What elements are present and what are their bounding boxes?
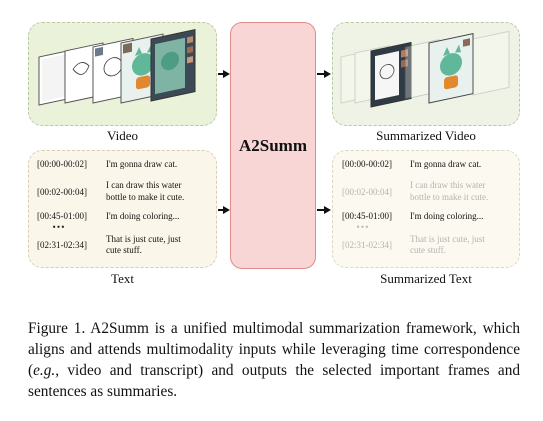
sentence: I can draw this water: [106, 180, 182, 190]
summarized-text-panel: [332, 150, 520, 268]
summarized-frames-illustration: [340, 30, 510, 108]
sentence: cute stuff.: [410, 245, 446, 255]
arrow-model-to-summarized-video: [317, 70, 331, 77]
sentence: I'm gonna draw cat.: [410, 159, 482, 169]
timestamp: [00:45-01:00]: [342, 211, 392, 221]
summarized-video-panel: [332, 22, 520, 126]
timestamp: [00:45-01:00]: [37, 211, 87, 221]
timestamp: [00:02-00:04]: [37, 187, 87, 197]
timestamp: [00:00-00:02]: [37, 159, 87, 169]
summarized-text-label: Summarized Text: [380, 271, 472, 286]
ellipsis-icon: ⋯: [356, 219, 370, 234]
timestamp: [02:31-02:34]: [342, 240, 392, 250]
timestamp: [00:02-00:04]: [342, 187, 392, 197]
video-input-panel: [28, 22, 217, 126]
sentence: That is just cute, just: [410, 234, 485, 244]
sentence: bottle to make it cute.: [410, 192, 489, 202]
text-input-panel: [28, 150, 217, 268]
sentence: I can draw this water: [410, 180, 486, 190]
sentence: I'm gonna draw cat.: [106, 159, 178, 169]
sentence: I'm doing coloring...: [106, 211, 180, 221]
ellipsis-icon: ⋯: [52, 219, 66, 234]
caption-italic: e.g.: [33, 362, 56, 379]
arrow-video-to-model: [218, 70, 230, 77]
arrow-model-to-summarized-text: [317, 206, 331, 213]
figure-number: Figure 1.: [28, 320, 86, 337]
sentence: cute stuff.: [106, 245, 142, 255]
sentence: That is just cute, just: [106, 234, 181, 244]
text-label: Text: [111, 271, 134, 286]
caption-text: , video and transcript) and outputs the …: [28, 362, 520, 400]
video-label: Video: [107, 128, 138, 143]
arrow-text-to-model: [218, 206, 230, 213]
video-frames-illustration: [38, 29, 196, 106]
summarized-video-label: Summarized Video: [376, 128, 476, 143]
sentence: bottle to make it cute.: [106, 192, 185, 202]
sentence: I'm doing coloring...: [410, 211, 484, 221]
timestamp: [02:31-02:34]: [37, 240, 87, 250]
a2summ-model-box: A2Summ: [230, 22, 316, 269]
timestamp: [00:00-00:02]: [342, 159, 392, 169]
figure-caption: Figure 1. A2Summ is a unified multimodal…: [28, 318, 520, 402]
caption-text: A2Summ is a unified multimodal summariza…: [28, 320, 520, 379]
model-name: A2Summ: [238, 135, 307, 155]
